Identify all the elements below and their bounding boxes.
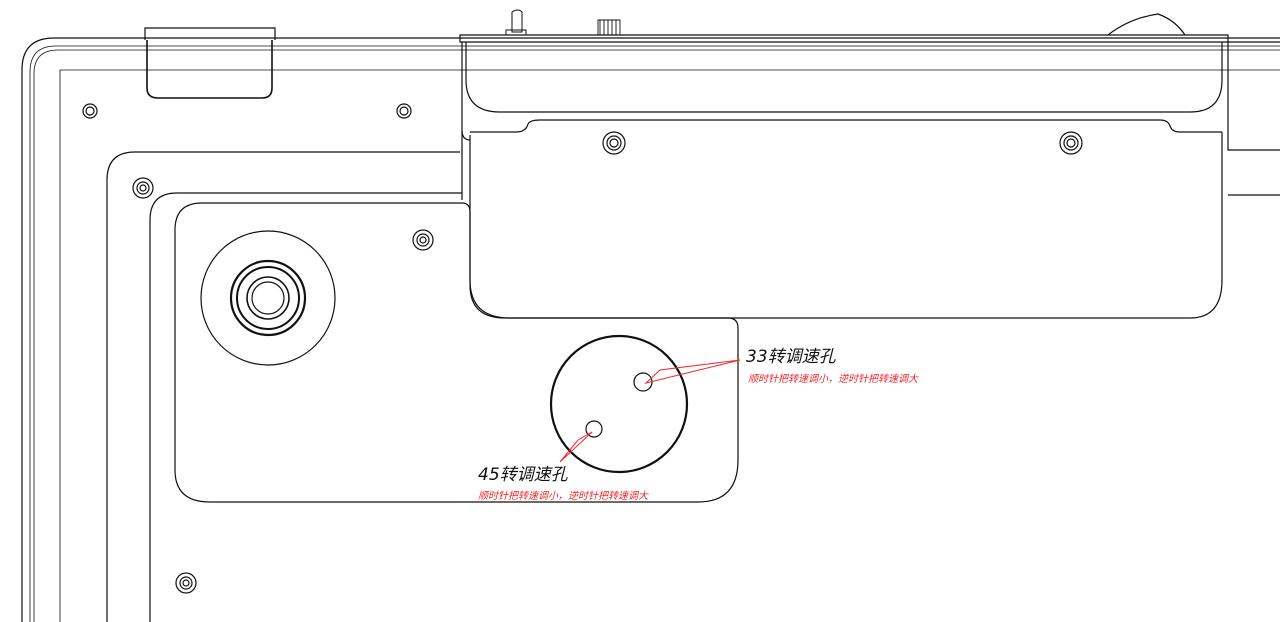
speed-45-title: 45转调速孔 (478, 465, 568, 485)
speed-45-hole (585, 420, 603, 438)
screw-icon (602, 131, 626, 155)
motor-plate (174, 202, 739, 503)
screws (82, 103, 1083, 594)
screw-icon (412, 229, 434, 251)
outer-frame (21, 37, 1280, 622)
plinth-panel (106, 151, 462, 622)
screw-icon (1059, 131, 1083, 155)
spindle (200, 230, 336, 366)
screw-icon (396, 103, 412, 119)
tonearm-housing (459, 9, 1280, 319)
annotation-leaders (559, 359, 741, 463)
screw-icon (82, 103, 98, 119)
hinge-tab (144, 27, 276, 99)
screw-icon (132, 177, 154, 199)
speed-33-note: 顺时针把转速调小，逆时针把转速调大 (748, 374, 918, 385)
speed-33-title: 33转调速孔 (746, 347, 836, 367)
screw-icon (175, 572, 197, 594)
speed-45-note: 顺时针把转速调小，逆时针把转速调大 (478, 491, 648, 502)
